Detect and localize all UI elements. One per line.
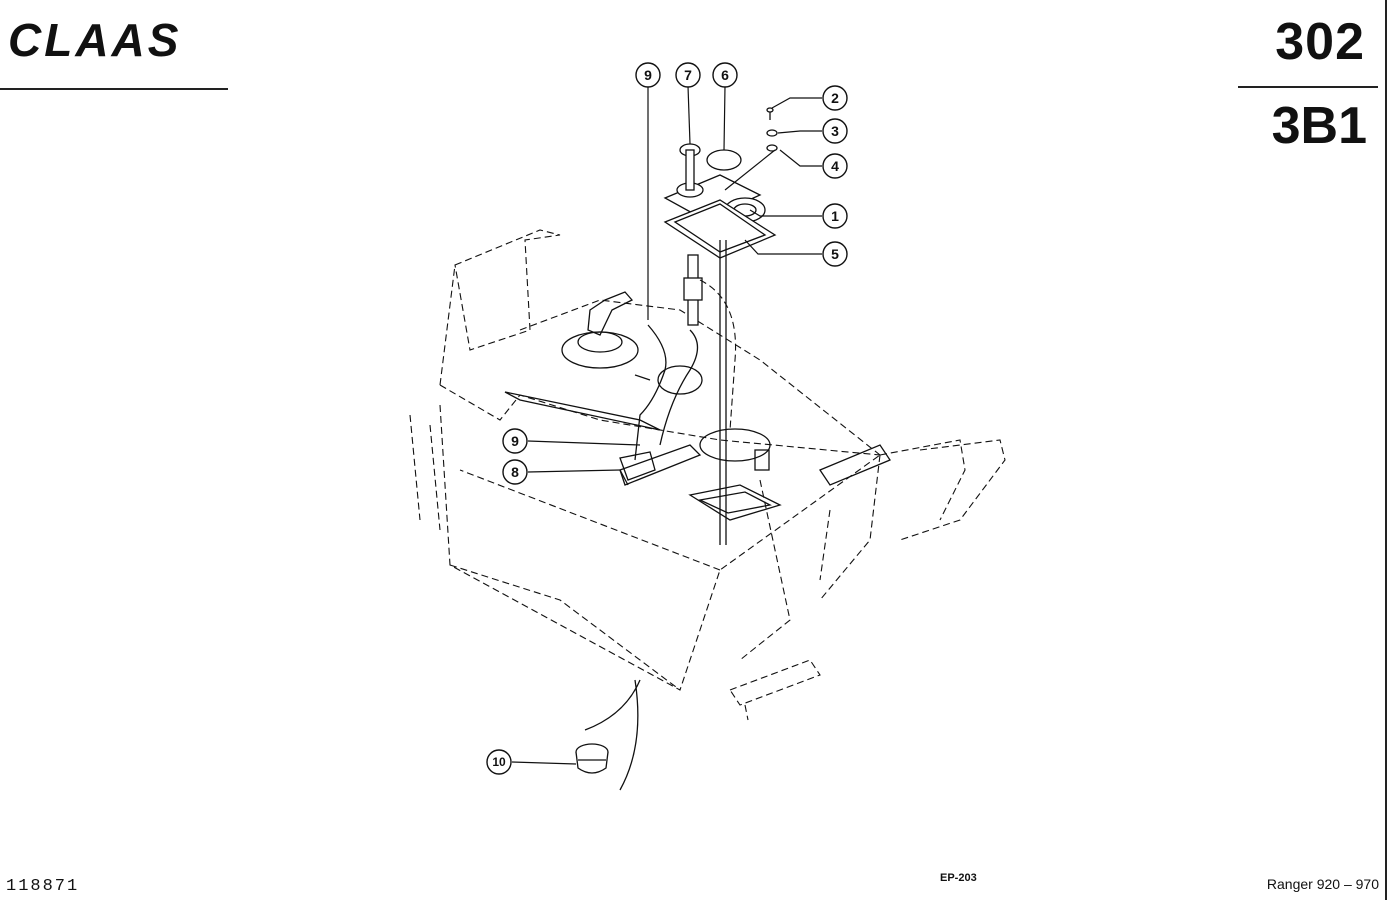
tank-body-outline	[409, 229, 1006, 721]
callout-6: 6	[712, 62, 738, 88]
svg-text:2: 2	[831, 90, 839, 106]
svg-text:10: 10	[492, 755, 506, 769]
brand-logo: CLAAS	[0, 0, 228, 90]
frame-border	[1385, 0, 1387, 900]
callout-4: 4	[822, 153, 848, 179]
svg-text:4: 4	[831, 158, 839, 174]
section-code: 3B1	[1271, 97, 1367, 155]
svg-text:6: 6	[721, 67, 729, 83]
sender-unit-assembly	[663, 107, 778, 545]
callout-3: 3	[822, 118, 848, 144]
svg-text:9: 9	[511, 433, 519, 449]
callout-9-top: 9	[635, 62, 661, 88]
callout-2: 2	[822, 85, 848, 111]
callout-7: 7	[675, 62, 701, 88]
callout-leaders	[511, 85, 822, 765]
svg-text:1: 1	[831, 208, 839, 224]
header-divider	[1238, 86, 1378, 88]
brand-wordmark: CLAAS	[8, 16, 181, 62]
svg-text:8: 8	[511, 464, 519, 480]
page-reference: EP-203	[940, 872, 977, 884]
callout-10: 10	[486, 749, 512, 775]
svg-text:9: 9	[644, 67, 652, 83]
callout-1: 1	[822, 203, 848, 229]
svg-text:3: 3	[831, 123, 839, 139]
claas-logo-mark: CLAAS	[8, 16, 181, 62]
callout-9-lower: 9	[502, 428, 528, 454]
model-range: Ranger 920 – 970	[1266, 876, 1379, 892]
drain-plug-part	[575, 679, 641, 791]
svg-text:5: 5	[831, 246, 839, 262]
tank-internal-components	[504, 291, 891, 521]
page-number: 302	[1275, 13, 1365, 71]
svg-text:7: 7	[684, 67, 692, 83]
wiring-harness	[619, 324, 699, 486]
callout-8: 8	[502, 459, 528, 485]
drawing-number: 118871	[6, 877, 80, 896]
callout-5: 5	[822, 241, 848, 267]
